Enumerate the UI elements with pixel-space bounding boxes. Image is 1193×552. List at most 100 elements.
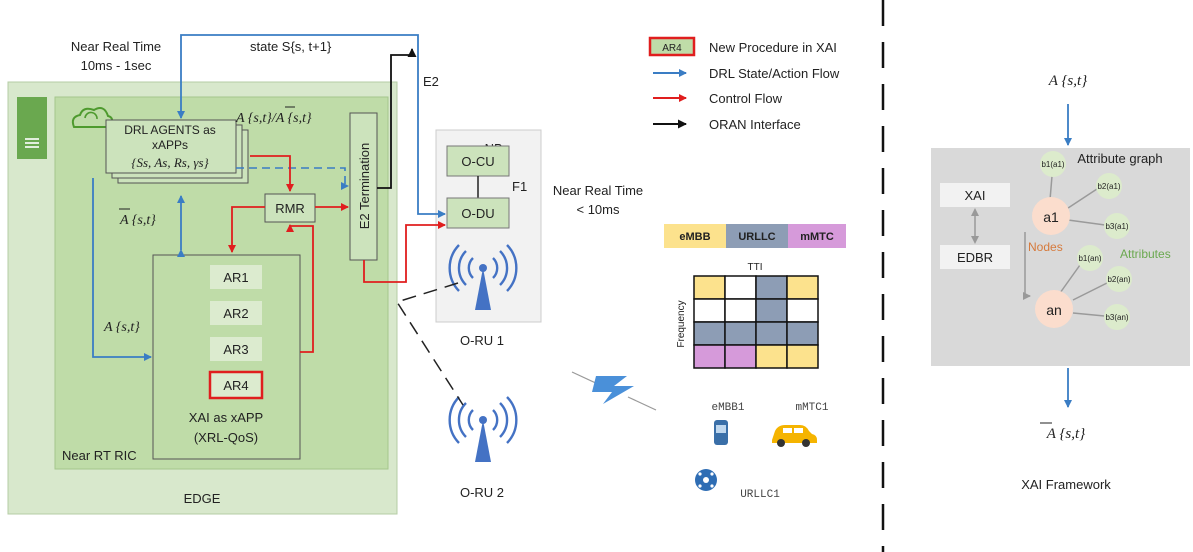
drl-to-rmr-arrow [250,155,294,192]
node-an-label: an [1046,302,1062,318]
node-an[interactable] [1035,290,1073,328]
e2-to-odu-arrow [363,221,446,283]
attr-b1-an[interactable] [1077,245,1103,271]
ru-dashed-link [395,282,464,406]
xai-box[interactable] [940,183,1010,207]
attr-b2-a1-label: b2(a1) [1097,182,1120,191]
ar2-box[interactable] [210,301,262,325]
attr-b3-an-label: b3(an) [1105,313,1128,322]
menu-icon[interactable] [17,97,47,159]
attribute-graph-title: Attribute graph [1077,151,1162,166]
near-rt-right-1: Near Real Time [553,183,643,198]
slice-mmtc [788,224,846,248]
ar4-label: AR4 [223,378,248,393]
tti-cell-blank [724,275,757,300]
attr-b2-a1[interactable] [1096,173,1122,199]
ar4-box[interactable] [208,370,264,400]
o-cu-label: O-CU [461,154,494,169]
car-icon [772,425,817,447]
urllc-hub-icon [695,469,717,491]
slice-embb-label: eMBB [679,231,710,243]
tti-cell-urllc [755,275,788,300]
state-label: state S{s, t+1} [250,39,332,54]
f1-label: F1 [512,179,527,194]
edge-label: EDGE [184,491,221,506]
e2-label: E2 [423,74,439,89]
attr-b1-a1[interactable] [1040,151,1066,177]
slice-embb [664,224,726,248]
attr-b2-an[interactable] [1106,266,1132,292]
drl-agents-box[interactable] [105,119,237,174]
o-ru2-label: O-RU 2 [460,485,504,500]
o-ru2-antenna-icon [448,396,518,462]
tti-cell-urllc [724,321,757,346]
tti-cell-urllc [693,321,726,346]
ar1-label: AR1 [223,270,248,285]
slice-urllc-label: URLLC [738,231,775,243]
attr-b2-an-label: b2(an) [1107,275,1130,284]
cloud-sync-icon [71,107,114,128]
state-to-odu-arrow [417,210,446,218]
rmr-label: RMR [275,201,305,216]
framework-input-label: A {s,t} [1048,73,1087,89]
graph-edges [1049,163,1116,318]
attr-b1-a1-label: b1(a1) [1041,160,1064,169]
drl-agents-title-1: DRL AGENTS as [124,123,216,137]
near-rt-top-1: Near Real Time [71,39,161,54]
tti-cell-blank [693,298,726,323]
attr-b3-a1[interactable] [1104,213,1130,239]
xai-xapp-title: XAI as xAPP [189,410,263,425]
legend-badge [648,36,696,57]
edbr-box[interactable] [940,245,1010,269]
tti-cell-mmtc [693,344,726,369]
e2-termination-box[interactable] [349,112,378,261]
legend-badge-text: AR4 [662,43,682,54]
o-ru1-antenna-icon [448,244,518,310]
wireless-link-icon [571,371,657,411]
action-to-xai-arrow [92,178,152,361]
node-a1-label: a1 [1043,209,1059,225]
o-du-box[interactable] [446,197,510,229]
tti-grid [693,275,819,369]
drl-agents-set: {Ss, As, Rs, γs} [131,155,209,170]
near-rt-top-2: 10ms - 1sec [81,58,152,73]
rmr-box[interactable] [264,193,316,223]
tti-label: TTI [748,262,763,273]
ar1-box[interactable] [210,265,262,289]
rmr-to-xai-arrow [228,206,265,253]
xai-box-label: XAI [965,188,986,203]
xai-to-rmr-arrow [286,224,314,353]
e2-termination-label: E2 Termination [357,143,372,229]
attr-b3-an[interactable] [1104,304,1130,330]
legend-oran: ORAN Interface [709,117,801,132]
ar2-label: AR2 [223,306,248,321]
tti-cell-embb [786,275,819,300]
attr-b3-a1-label: b3(a1) [1105,222,1128,231]
framework-output-label: A {s,t} [1046,426,1085,442]
ar3-label: AR3 [223,342,248,357]
slice-mmtc-label: mMTC [800,231,834,243]
tti-cell-blank [786,298,819,323]
tti-cell-blank [724,298,757,323]
tti-cell-urllc [755,321,788,346]
edbr-box-label: EDBR [957,250,993,265]
action-label-left: A {s,t} [103,320,140,335]
near-rt-ric-label: Near RT RIC [62,448,137,463]
xai-framework-caption: XAI Framework [1021,477,1111,492]
action-label-top: A {s,t}/A {s,t} [235,111,312,126]
o-cu-box[interactable] [446,145,510,177]
phone-icon [714,420,728,445]
legend-new-procedure: New Procedure in XAI [709,40,837,55]
ar3-box[interactable] [210,337,262,361]
tti-cell-mmtc [724,344,757,369]
a1-to-an-arrow [1023,232,1031,300]
tti-cell-urllc [786,321,819,346]
xai-xapp-subtitle: (XRL-QoS) [194,430,258,445]
node-a1[interactable] [1032,197,1070,235]
embb-user-label: eMBB1 [711,402,744,414]
o-ru1-label: O-RU 1 [460,333,504,348]
attr-b1-an-label: b1(an) [1078,254,1101,263]
near-rt-right-2: < 10ms [577,202,620,217]
e2-interface-arrow [377,48,417,189]
